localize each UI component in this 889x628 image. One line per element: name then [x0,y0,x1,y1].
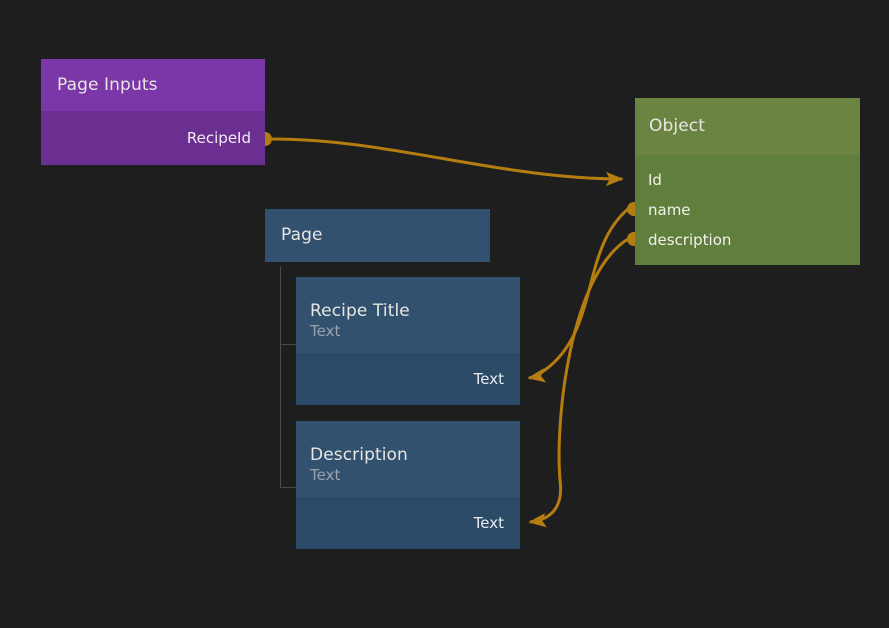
node-page-inputs-body: RecipeId [41,111,265,165]
node-recipe-title[interactable]: Recipe Title Text Text [296,277,520,405]
node-description-label: Description [310,445,520,466]
object-field-description[interactable]: description [648,225,860,255]
tree-trunk [280,266,281,487]
node-description[interactable]: Description Text Text [296,421,520,549]
node-page-header[interactable]: Page [265,209,490,262]
node-page-title: Page [281,225,474,246]
object-field-name[interactable]: name [648,195,860,225]
node-description-subtitle: Text [310,466,520,485]
node-recipe-title-subtitle: Text [310,322,520,341]
node-page[interactable]: Page [265,209,490,262]
node-page-inputs-title: Page Inputs [57,75,249,96]
port-label-recipeid[interactable]: RecipeId [187,129,251,148]
node-object-body: Id name description [635,155,860,265]
node-object-header[interactable]: Object [635,98,860,155]
object-field-id[interactable]: Id [648,165,860,195]
node-description-header[interactable]: Description Text [296,421,520,497]
node-page-inputs[interactable]: Page Inputs RecipeId [41,59,265,165]
node-recipe-title-value[interactable]: Text [474,370,504,389]
edge-recipeid-to-id [272,139,622,179]
node-page-inputs-header[interactable]: Page Inputs [41,59,265,111]
node-object-title: Object [649,116,846,137]
node-recipe-title-header[interactable]: Recipe Title Text [296,277,520,353]
edge-description-to-description-text [530,239,628,522]
tree-branch-recipe-title [280,344,296,345]
tree-branch-description [280,487,296,488]
node-recipe-title-body: Text [296,353,520,405]
node-object[interactable]: Object Id name description [635,98,860,265]
edge-name-to-recipe-title [529,209,628,378]
node-description-value[interactable]: Text [474,514,504,533]
node-recipe-title-label: Recipe Title [310,301,520,322]
node-description-body: Text [296,497,520,549]
